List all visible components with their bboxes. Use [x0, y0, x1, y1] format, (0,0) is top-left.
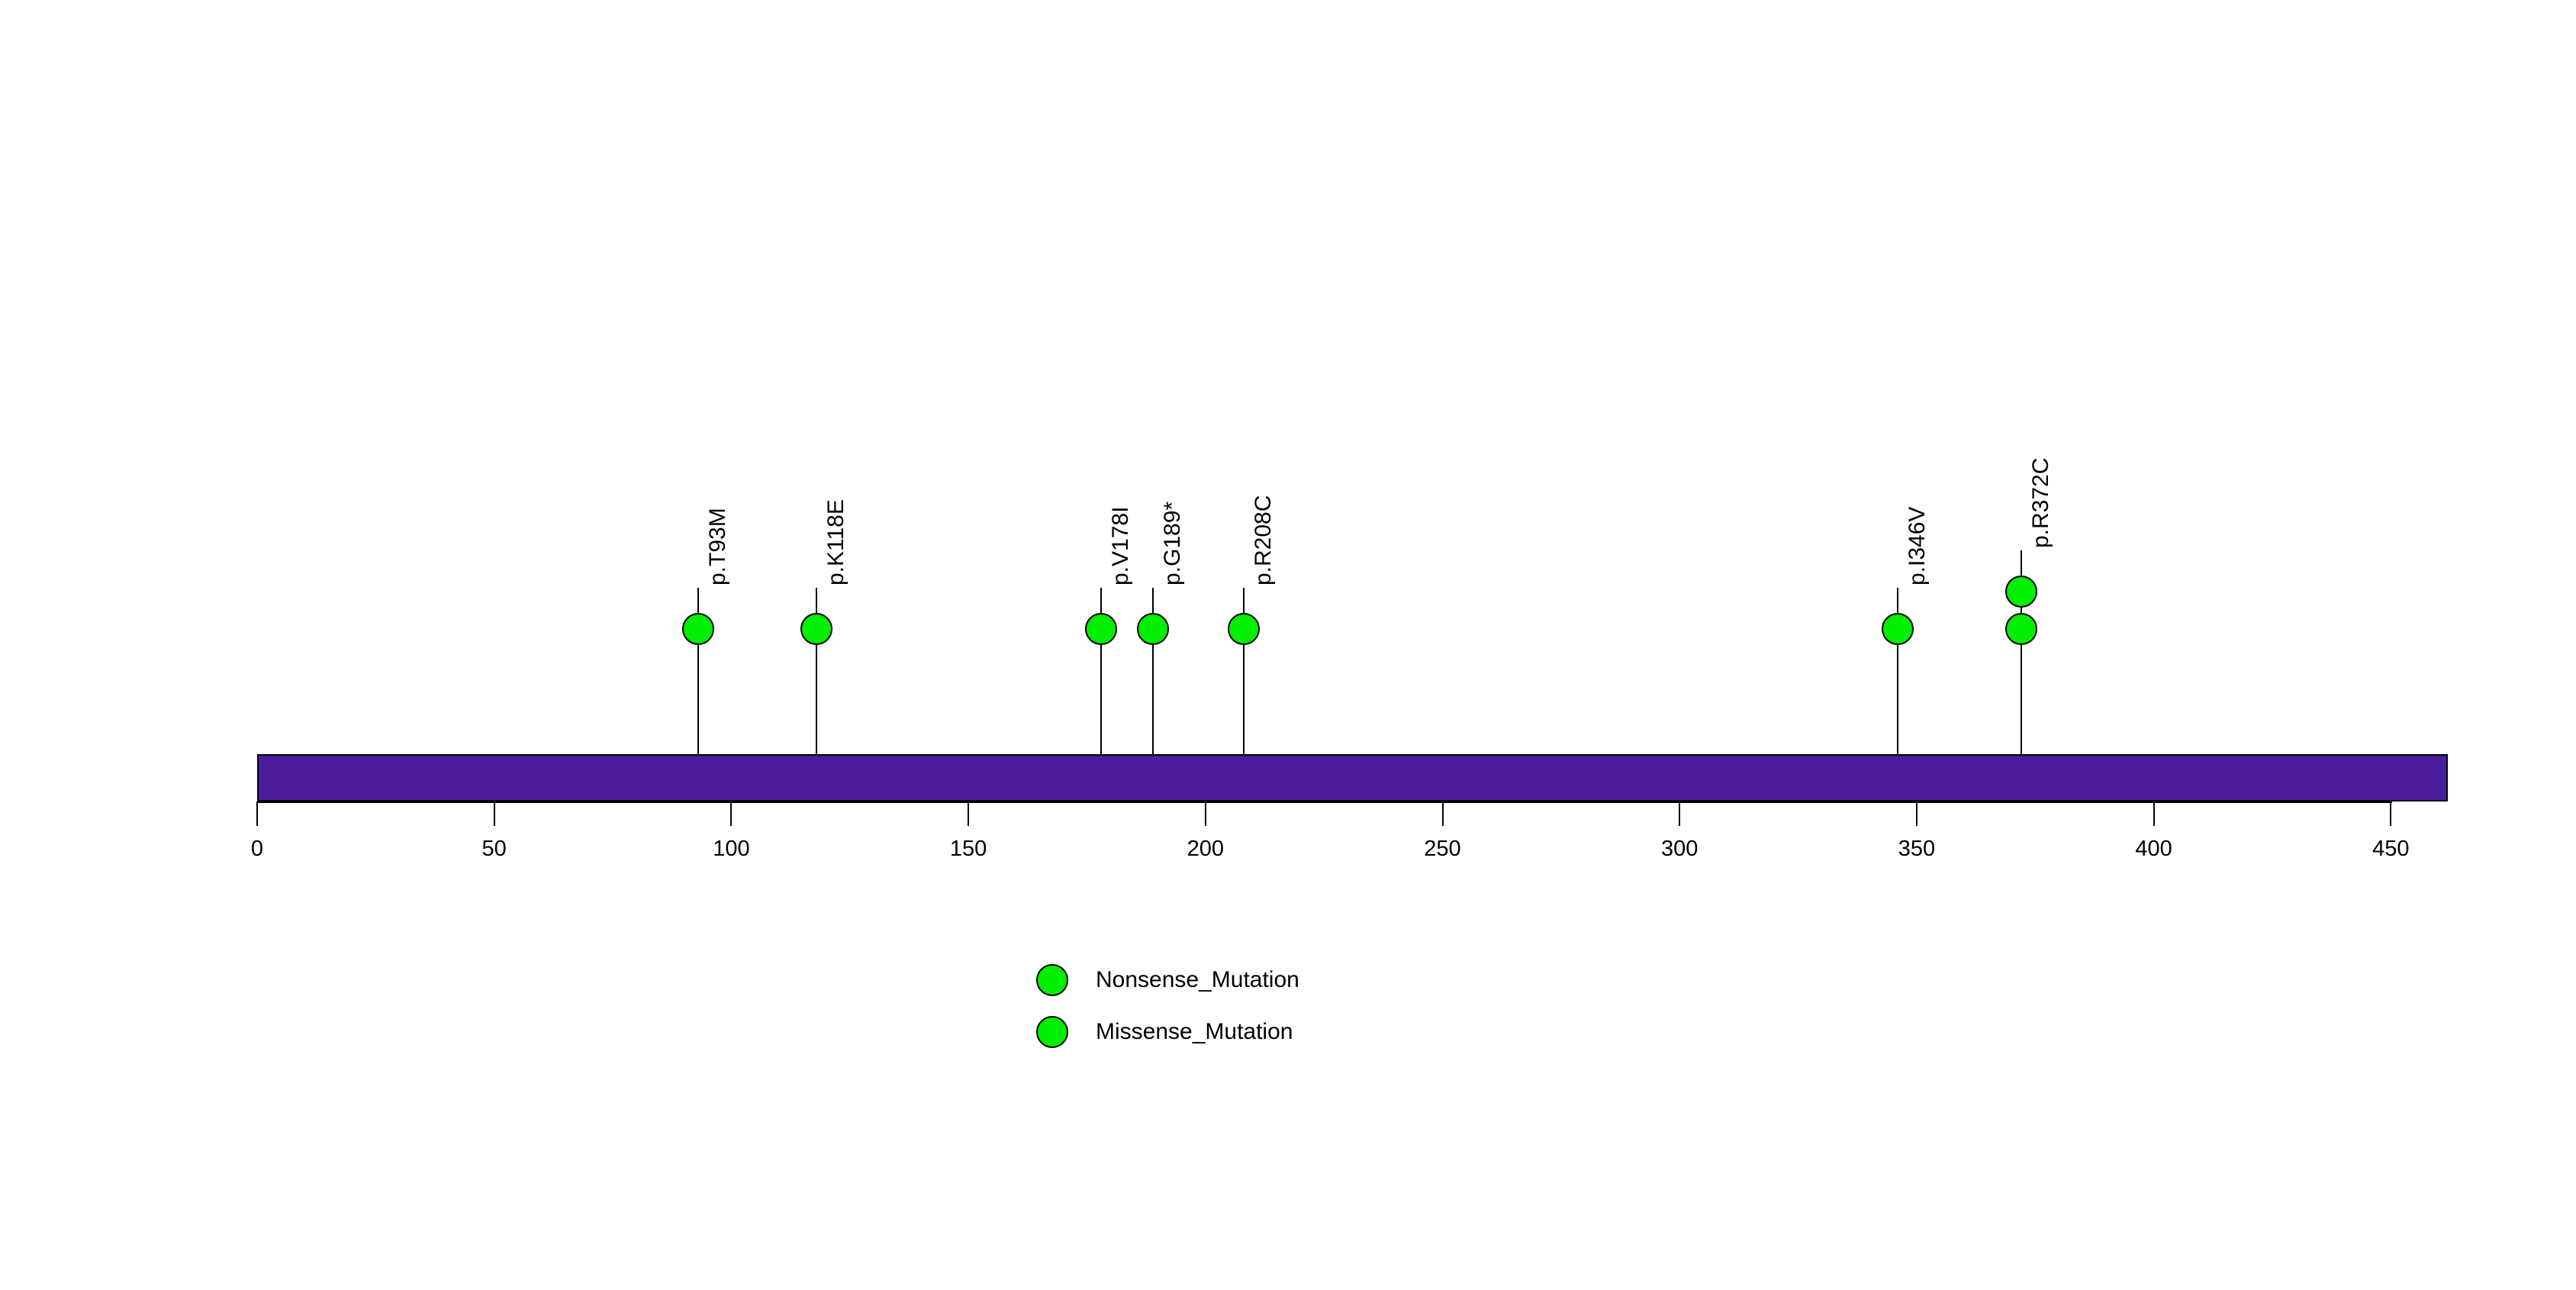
mutation-marker[interactable] — [1085, 613, 1118, 645]
x-axis-tick-label: 200 — [1187, 837, 1224, 861]
mutation-marker[interactable] — [800, 613, 833, 645]
x-axis-tick-label: 50 — [481, 837, 507, 861]
x-axis-line — [257, 801, 2393, 803]
legend-color-swatch-icon — [1036, 964, 1068, 996]
x-axis-tick — [2390, 801, 2392, 826]
x-axis-tick — [2153, 801, 2155, 826]
lollipop-stem — [816, 588, 818, 801]
lollipop-stem — [1242, 588, 1245, 801]
x-axis-tick — [1441, 801, 1444, 826]
x-axis-tick-label: 450 — [2372, 837, 2410, 861]
mutation-site-label: p.K118E — [823, 499, 849, 585]
x-axis-tick — [968, 801, 970, 826]
mutation-site-label: p.R208C — [1250, 495, 1276, 585]
x-axis-tick — [256, 801, 258, 826]
x-axis-tick-label: 300 — [1660, 837, 1699, 861]
mutation-site-label: p.T93M — [704, 508, 730, 585]
x-axis-tick-label: 0 — [250, 837, 264, 861]
x-axis-tick-label: 400 — [2135, 837, 2172, 861]
x-axis-tick-label: 100 — [713, 837, 750, 861]
mutation-site-label: p.V178I — [1108, 506, 1134, 585]
mutation-marker[interactable] — [1227, 613, 1260, 645]
mutation-marker[interactable] — [681, 613, 714, 645]
x-axis-tick — [493, 801, 495, 826]
x-axis-tick — [1679, 801, 1681, 826]
mutation-marker[interactable] — [2004, 613, 2037, 645]
mutation-site-label: p.I346V — [1905, 506, 1930, 585]
legend-color-swatch-icon — [1036, 1016, 1068, 1048]
lollipop-stem — [2020, 550, 2022, 801]
protein-domain-bar — [257, 754, 2448, 801]
legend-item[interactable]: Nonsense_Mutation — [1036, 964, 1299, 996]
mutation-marker[interactable] — [1137, 613, 1170, 645]
x-axis-tick-label: 350 — [1898, 837, 1936, 861]
x-axis-tick-label: 150 — [949, 837, 987, 861]
x-axis-tick-label: 250 — [1424, 837, 1461, 861]
lollipop-stem — [1152, 588, 1154, 801]
legend-label: Nonsense_Mutation — [1096, 967, 1299, 992]
mutation-marker[interactable] — [1882, 613, 1914, 645]
legend-label: Missense_Mutation — [1096, 1019, 1293, 1044]
lollipop-stem — [697, 588, 699, 801]
legend-item[interactable]: Missense_Mutation — [1036, 1016, 1293, 1048]
x-axis-tick — [1915, 801, 1918, 826]
mutation-site-label: p.R372C — [2027, 457, 2053, 548]
mutation-site-label: p.G189* — [1160, 501, 1186, 585]
mutation-marker[interactable] — [2004, 576, 2037, 608]
lollipop-stem — [1100, 588, 1103, 801]
x-axis-tick — [1204, 801, 1206, 826]
lollipop-stem — [1897, 588, 1899, 801]
x-axis-tick — [730, 801, 733, 826]
